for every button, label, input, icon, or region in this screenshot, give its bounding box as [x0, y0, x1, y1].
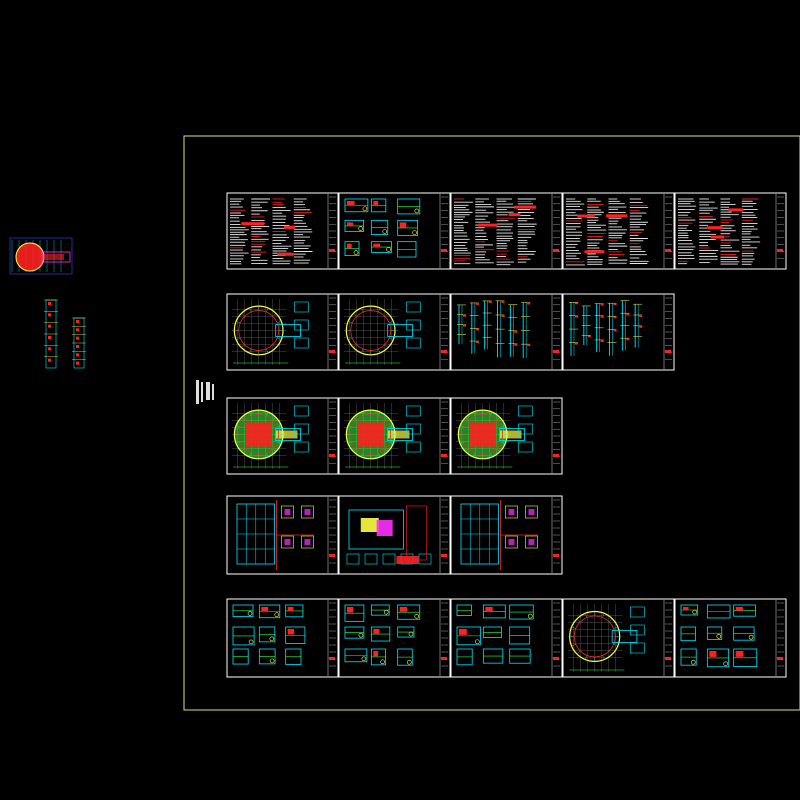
- drawing-sheet-notes[interactable]: [674, 192, 787, 270]
- drawing-sheet-notes[interactable]: [226, 192, 339, 270]
- drawing-sheet-plan-colored[interactable]: [338, 397, 451, 475]
- sheet-content: [232, 299, 309, 365]
- sheet-content: [232, 604, 306, 665]
- sheet-content: [678, 198, 761, 265]
- drawing-sheet-plan-colored[interactable]: [450, 397, 563, 475]
- sheet-content: [569, 300, 643, 356]
- drawing-sheet-details[interactable]: [450, 598, 563, 678]
- sheet-content: [457, 300, 531, 359]
- drawing-sheet-notes[interactable]: [450, 192, 563, 270]
- drawing-sheet-sections[interactable]: [450, 293, 563, 371]
- sheet-content: [346, 505, 432, 565]
- left-thumbnail-group[interactable]: [9, 237, 86, 369]
- drawing-sheet-details[interactable]: [338, 598, 451, 678]
- drawing-sheet-plan-circle[interactable]: [338, 293, 451, 371]
- frame-marker-icon: [196, 380, 214, 404]
- sheet-content: [460, 500, 538, 570]
- drawing-sheet-plan-circle[interactable]: [226, 293, 339, 371]
- drawing-sheet-details[interactable]: [226, 598, 339, 678]
- sheet-content: [566, 198, 649, 266]
- drawing-sheet-sections[interactable]: [562, 293, 675, 371]
- drawing-sheet-plan-circle[interactable]: [562, 598, 675, 678]
- sheet-content: [568, 604, 645, 672]
- sheet-content: [232, 403, 309, 469]
- sheet-content: [456, 604, 534, 666]
- sheet-content: [230, 198, 313, 265]
- sheet-content: [344, 604, 421, 666]
- sheet-content: [236, 500, 314, 570]
- drawing-sheet-details[interactable]: [338, 192, 451, 270]
- sheet-content: [680, 604, 758, 668]
- sheet-content: [456, 403, 533, 469]
- drawing-sheet-details[interactable]: [674, 598, 787, 678]
- drawing-sheet-plan-colored[interactable]: [226, 397, 339, 475]
- drawing-sheet-grid-plan[interactable]: [226, 495, 339, 575]
- sheet-content: [344, 198, 421, 258]
- drawing-sheet-grid-plan[interactable]: [450, 495, 563, 575]
- sheet-content: [454, 198, 537, 266]
- drawing-sheet-notes[interactable]: [562, 192, 675, 270]
- drawing-sheet-structure[interactable]: [338, 495, 451, 575]
- sheet-content: [344, 403, 421, 469]
- layout-frame: [183, 135, 800, 711]
- sheet-content: [344, 299, 421, 365]
- sheet-grid: [226, 192, 787, 678]
